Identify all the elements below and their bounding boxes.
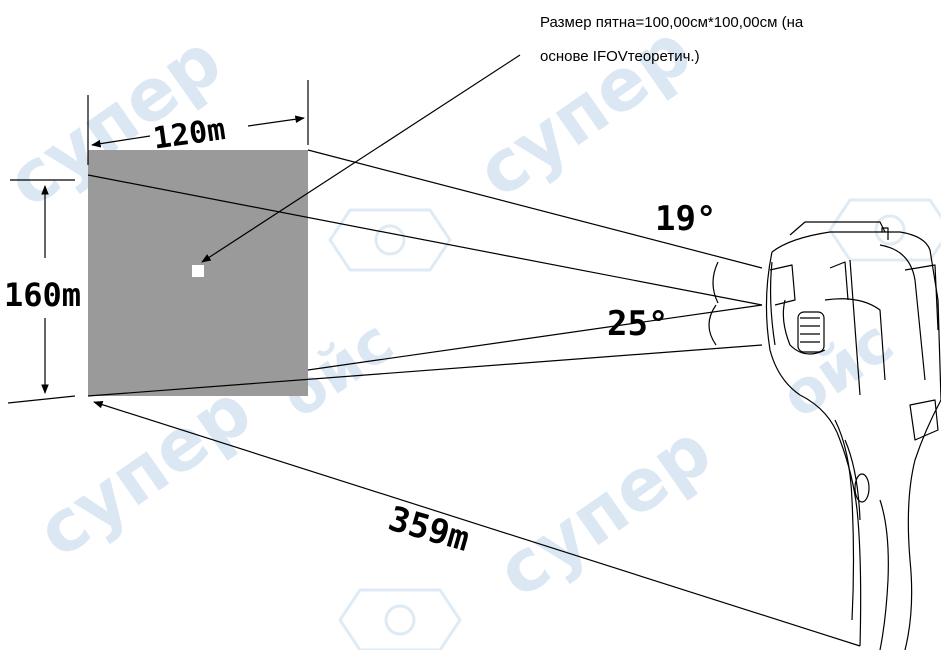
- thermal-camera-icon: [765, 221, 941, 650]
- height-dimension: [7, 179, 76, 404]
- distance-label: 359m: [384, 499, 474, 560]
- watermark-logo-icon: [328, 208, 452, 272]
- watermark-text: супер: [462, 8, 707, 214]
- horizontal-angle-arc: [708, 304, 717, 346]
- annotation-leader: [201, 54, 521, 263]
- measurement-spot: [192, 265, 204, 277]
- vertical-angle-label: 19°: [655, 199, 716, 239]
- watermark-logo-icon: [338, 588, 462, 650]
- vertical-angle-arc: [712, 261, 719, 304]
- height-label: 160m: [4, 276, 81, 314]
- watermark-suffix: ойс: [768, 307, 905, 432]
- annotation-line-2: основе IFOVтеоретич.): [540, 48, 700, 65]
- width-dimension: [87, 80, 309, 165]
- watermark-logo-icon: [828, 198, 941, 262]
- annotation-line-1: Размер пятна=100,00см*100,00см (на: [540, 14, 804, 31]
- horizontal-angle-label: 25°: [607, 304, 668, 344]
- watermark-text: супер: [22, 368, 267, 574]
- fov-lines: [87, 149, 763, 397]
- distance-arrow: [93, 400, 861, 647]
- watermark-text: супер: [482, 408, 727, 614]
